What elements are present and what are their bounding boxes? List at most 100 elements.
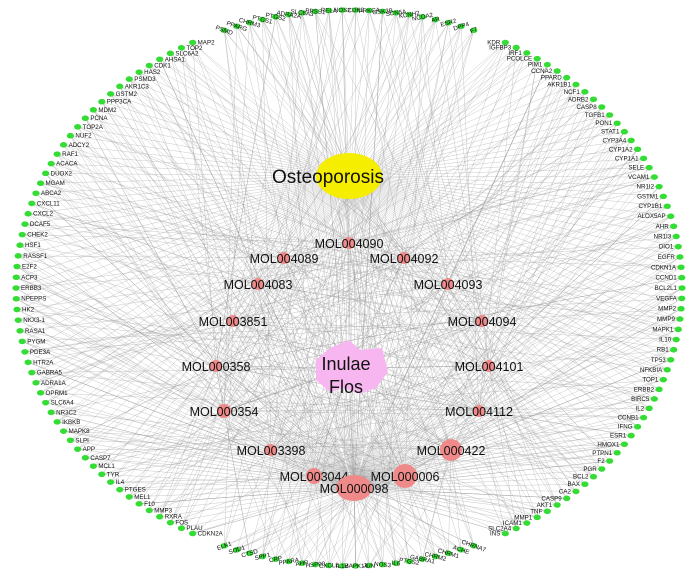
edge-line <box>348 175 680 320</box>
target-node-label: CXCL2 <box>33 211 54 218</box>
edge-line <box>262 487 355 557</box>
edge-line <box>16 266 355 489</box>
target-node-label: MGAM <box>46 180 65 187</box>
edge-line <box>353 70 558 489</box>
edge-line <box>232 320 558 506</box>
edge-line <box>138 72 285 259</box>
edge-line <box>353 487 397 564</box>
edge-line <box>57 153 259 285</box>
target-node-label: TOP2 <box>186 45 203 52</box>
target-node-dot <box>32 190 40 197</box>
edge-line <box>355 10 405 259</box>
target-node: PLAU <box>177 525 203 532</box>
target-node-dot <box>501 530 509 537</box>
edge-line <box>348 167 650 177</box>
target-node: CYP1B1 <box>639 203 671 210</box>
target-node-dot <box>42 399 50 406</box>
edge-line <box>181 47 315 477</box>
target-node-dot <box>156 513 164 520</box>
edge-line <box>232 9 356 322</box>
target-node-label: F10 <box>144 501 155 508</box>
edge-line <box>77 126 272 451</box>
edge-line <box>31 203 355 489</box>
edge-line <box>409 14 483 322</box>
target-node: PON1 <box>595 120 621 127</box>
edge-line <box>223 410 506 534</box>
target-node-label: MMP9 <box>657 316 675 323</box>
edge-line <box>403 30 474 259</box>
edge-line <box>348 14 410 177</box>
target-node-dot <box>670 346 678 353</box>
edge-line <box>348 140 632 177</box>
compound-node-dot <box>473 405 485 417</box>
edge-line <box>348 11 383 177</box>
target-node: PTGES <box>116 487 146 494</box>
edge-line <box>315 487 355 565</box>
target-node-label: STAT1 <box>601 129 620 136</box>
edge-line <box>348 175 682 299</box>
edge-line <box>35 382 355 489</box>
edge-line <box>353 487 410 562</box>
edge-line <box>348 70 558 177</box>
target-node-label: PCNA <box>90 115 108 122</box>
target-node-label: DCAF5 <box>30 221 51 228</box>
edge-line <box>16 309 225 412</box>
target-node: ADRB2 <box>568 96 598 103</box>
edge-line <box>85 118 452 451</box>
edge-line <box>70 365 217 441</box>
edge-line <box>488 365 517 529</box>
edge-line <box>348 175 650 409</box>
edge-line <box>63 144 225 412</box>
edge-line <box>288 14 355 489</box>
target-node: HTR2A <box>24 359 54 366</box>
edge-line <box>348 149 638 177</box>
edge-line <box>348 175 517 529</box>
target-node-label: PPARA <box>278 557 300 567</box>
target-node: BAX <box>568 481 589 488</box>
target-node-label: SLC6A4 <box>51 400 75 407</box>
target-node: NFKBIA <box>640 367 671 374</box>
target-node: RASSF1 <box>14 253 48 260</box>
edge-line <box>348 52 527 177</box>
edge-line <box>488 99 594 367</box>
target-node: AHSA1 <box>156 56 186 63</box>
target-node: MAPK8 <box>59 428 90 435</box>
edge-line <box>51 163 217 367</box>
target-node: NCF1 <box>564 89 589 96</box>
target-node-dot <box>13 306 21 313</box>
target-node-dot <box>405 558 413 565</box>
target-node: SCN5A <box>385 8 407 18</box>
edge-line <box>422 449 452 560</box>
target-node-dot <box>271 14 280 20</box>
target-node-dot <box>543 508 551 515</box>
edge-line <box>353 487 527 524</box>
edge-line <box>270 426 638 451</box>
target-node-dot <box>66 132 75 139</box>
target-node-dot <box>645 164 653 171</box>
target-node: TYR <box>98 471 120 478</box>
edge-line <box>447 70 558 285</box>
target-node-dot <box>645 405 653 412</box>
target-node: NR3C2 <box>47 409 77 416</box>
target-node-dot <box>676 254 684 260</box>
target-node-dot <box>563 74 571 81</box>
edge-line <box>348 175 679 247</box>
target-node-dot <box>613 449 621 456</box>
target-node-dot <box>98 98 106 105</box>
edge-line <box>45 173 225 412</box>
edge-line <box>348 242 638 427</box>
edge-line <box>40 175 350 393</box>
edge-line <box>348 175 462 550</box>
target-node-dot <box>12 274 20 281</box>
edge-line <box>348 175 660 187</box>
compound-node-dot <box>393 464 417 488</box>
target-node-label: E2F2 <box>22 264 37 271</box>
target-node-dot <box>676 316 684 322</box>
edge-line <box>63 175 350 432</box>
edge-line <box>348 175 682 268</box>
target-node-dot <box>672 233 680 240</box>
target-node-dot <box>16 242 24 248</box>
disease-node-shape <box>316 153 382 199</box>
target-node-dot <box>678 274 686 281</box>
edge-line <box>403 246 679 259</box>
